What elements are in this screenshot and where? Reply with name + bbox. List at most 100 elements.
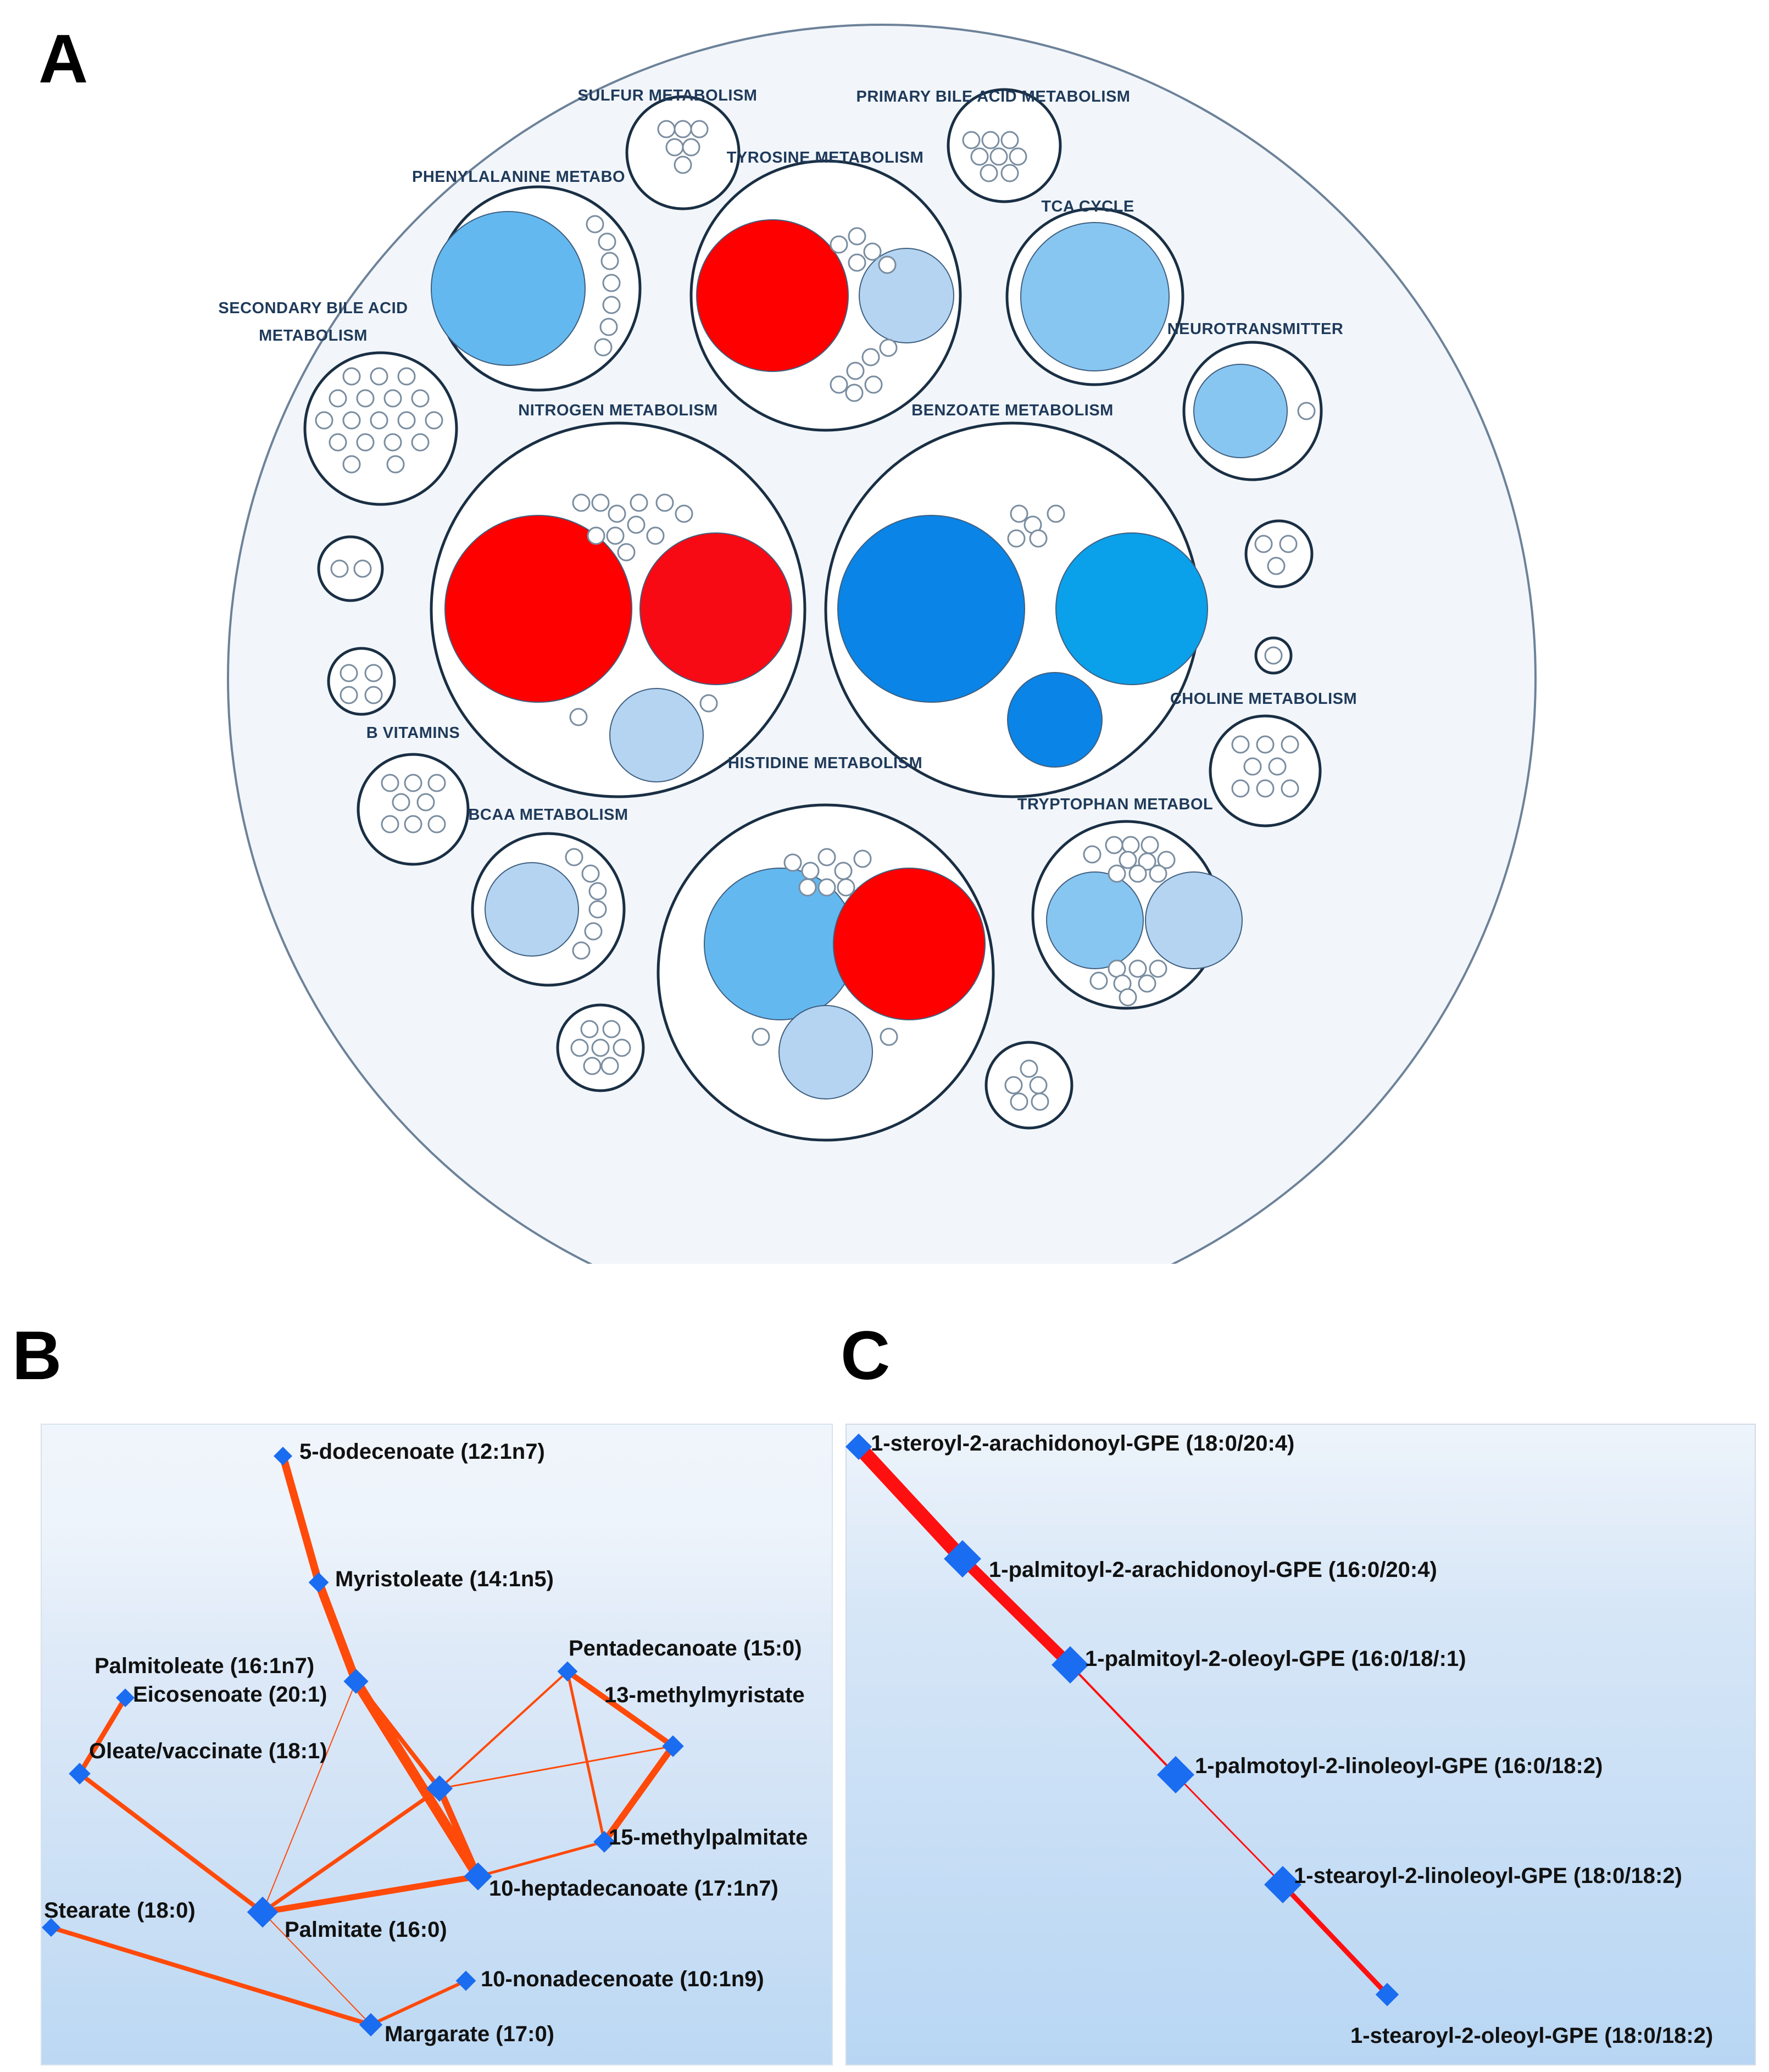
node-label-c1: 1-steroyl-2-arachidonoyl-GPE (18:0/20:4) <box>871 1431 1294 1456</box>
node-label-10-nonadecenoate: 10-nonadecenoate (10:1n9) <box>481 1967 764 1991</box>
label-choline: CHOLINE METABOLISM <box>1170 690 1357 708</box>
network-node-n4 <box>557 1661 578 1682</box>
edge-n5-n14 <box>438 1745 674 1790</box>
metabolite-dot-secondary-bile-2 <box>370 367 388 386</box>
node-label-c4: 1-palmotoyl-2-linoleoyl-GPE (16:0/18:2) <box>1195 1754 1603 1778</box>
edge-n1-n2 <box>279 1452 322 1586</box>
metabolite-dot-secondary-bile-11 <box>397 411 416 430</box>
metabolite-dot-choline-6 <box>1231 779 1250 798</box>
metabolite-dot-tryptophan-9 <box>1128 864 1147 883</box>
metabolite-dot-tryptophan-14 <box>1089 971 1108 990</box>
metabolite-bubble-bcaa-1 <box>485 862 579 957</box>
node-label-13-methylmyristate: 13-methylmyristate <box>604 1683 805 1707</box>
metabolite-dot-tryptophan-3 <box>1141 836 1159 854</box>
panel-c-background <box>845 1424 1756 2065</box>
metabolite-dot-histidine-8 <box>837 878 855 897</box>
metabolite-dot-bottom-small-2-1 <box>1020 1059 1038 1078</box>
network-node-c3 <box>1052 1646 1089 1684</box>
metabolite-dot-b-vitamins-7 <box>404 815 422 834</box>
metabolite-dot-tryptophan-7 <box>1157 851 1176 869</box>
metabolite-dot-choline-1 <box>1231 735 1250 754</box>
metabolite-dot-nitrogen-4 <box>630 493 648 512</box>
metabolite-dot-tryptophan-1 <box>1105 836 1123 854</box>
metabolite-bubble-benzoate-2 <box>1055 532 1208 685</box>
label-tca: TCA CYCLE <box>1041 198 1134 215</box>
metabolite-dot-tyrosine-1 <box>830 235 848 254</box>
node-label-c3: 1-palmitoyl-2-oleoyl-GPE (16:0/18/:1) <box>1085 1647 1466 1671</box>
metabolite-dot-benzoate-2 <box>1047 504 1065 523</box>
metabolite-dot-tyrosine-11 <box>845 384 864 402</box>
metabolite-dot-histidine-3 <box>817 848 836 866</box>
metabolite-dot-secondary-bile-6 <box>383 389 402 408</box>
label-nitrogen: NITROGEN METABOLISM <box>518 402 717 419</box>
metabolite-dot-secondary-bile-4 <box>329 389 347 408</box>
metabolite-dot-tryptophan-11 <box>1108 959 1126 978</box>
network-node-c1 <box>845 1433 872 1460</box>
metabolite-dot-nitrogen-1 <box>572 493 591 512</box>
pathway-circle-choline <box>1209 714 1322 827</box>
network-node-c6 <box>1375 1982 1399 2007</box>
edge-n11-n14 <box>260 1786 442 1914</box>
metabolite-dot-phenylalanine-4 <box>602 274 621 292</box>
metabolite-dot-nitrogen-3 <box>608 504 626 523</box>
metabolite-dot-primary-bile-8 <box>1000 164 1019 182</box>
edge-c5-c6 <box>1280 1882 1390 1997</box>
metabolite-dot-nitrogen-8 <box>606 526 625 545</box>
metabolite-dot-tryptophan-12 <box>1128 959 1147 978</box>
node-label-oleate-vaccinate: Oleate/vaccinate (18:1) <box>89 1739 327 1763</box>
metabolite-dot-bottom-small-1-2 <box>602 1020 621 1038</box>
label-sulfur: SULFUR METABOLISM <box>578 87 758 104</box>
edge-c4-c5 <box>1175 1774 1284 1886</box>
metabolite-bubble-histidine-2 <box>833 868 986 1020</box>
metabolite-dot-primary-bile-5 <box>989 147 1008 166</box>
metabolite-dot-nitrogen-11 <box>617 543 636 562</box>
label-neurotransmitter: NEUROTRANSMITTER <box>1167 320 1344 338</box>
metabolite-bubble-benzoate-1 <box>837 515 1025 703</box>
metabolite-dot-tryptophan-8 <box>1108 864 1126 883</box>
metabolite-dot-choline-8 <box>1281 779 1299 798</box>
metabolite-dot-choline-5 <box>1268 757 1287 776</box>
metabolite-dot-b-vitamins-3 <box>427 774 446 792</box>
edge-n3-n11 <box>262 1681 357 1913</box>
metabolite-dot-tyrosine-3 <box>863 242 882 261</box>
edge-n6-n7 <box>77 1695 128 1776</box>
label-benzoate: BENZOATE METABOLISM <box>911 402 1114 419</box>
node-label-c2: 1-palmitoyl-2-arachidonoyl-GPE (16:0/20:… <box>989 1558 1437 1582</box>
metabolite-dot-histidine-5 <box>853 849 872 868</box>
label-b-vitamins: B VITAMINS <box>366 724 460 742</box>
metabolite-dot-b-vitamins-6 <box>381 815 399 834</box>
metabolite-bubble-tryptophan-1 <box>1046 871 1144 969</box>
edge-n10-n13 <box>49 1925 373 2027</box>
metabolite-dot-nitrogen-7 <box>587 526 605 545</box>
metabolite-dot-bcaa-5 <box>584 922 603 941</box>
metabolite-dot-neurotransmitter-1 <box>1297 402 1316 420</box>
metabolite-dot-tryptophan-5 <box>1119 851 1137 869</box>
pathway-circle-left-small-1 <box>317 535 384 602</box>
metabolite-dot-histidine-2 <box>801 862 820 880</box>
metabolite-dot-histidine-7 <box>817 878 836 897</box>
network-node-n14 <box>426 1775 453 1802</box>
metabolite-dot-secondary-bile-18 <box>386 455 405 474</box>
metabolite-bubble-tyrosine-2 <box>859 248 954 343</box>
metabolite-dot-bottom-small-1-6 <box>583 1057 602 1075</box>
metabolite-bubble-nitrogen-3 <box>609 688 704 782</box>
metabolite-dot-b-vitamins-1 <box>381 774 399 792</box>
metabolite-dot-tyrosine-4 <box>848 253 866 272</box>
metabolite-dot-choline-2 <box>1256 735 1275 754</box>
metabolite-dot-right-small-1-1 <box>1254 535 1273 553</box>
network-node-n13 <box>359 2013 383 2037</box>
metabolite-dot-bottom-small-2-2 <box>1004 1076 1023 1095</box>
node-label-stearate: Stearate (18:0) <box>44 1898 196 1923</box>
network-node-n2 <box>308 1572 329 1593</box>
node-label-c5: 1-stearoyl-2-linoleoyl-GPE (18:0/18:2) <box>1294 1864 1682 1888</box>
metabolite-dot-bottom-small-1-4 <box>591 1038 610 1057</box>
metabolite-dot-primary-bile-3 <box>1000 131 1019 149</box>
node-label-palmitoleate: Palmitoleate (16:1n7) <box>94 1654 314 1678</box>
edge-c3-c4 <box>1069 1664 1177 1776</box>
pathway-bubble-chart: SULFUR METABOLISM PRIMARY BILE ACID META… <box>218 24 1537 1264</box>
network-node-n7 <box>69 1763 91 1785</box>
edge-c1-c2 <box>852 1440 970 1566</box>
metabolite-dot-tryptophan-4 <box>1083 845 1102 864</box>
metabolite-dot-left-small-2-2 <box>364 664 383 682</box>
metabolite-dot-benzoate-5 <box>1007 529 1026 548</box>
